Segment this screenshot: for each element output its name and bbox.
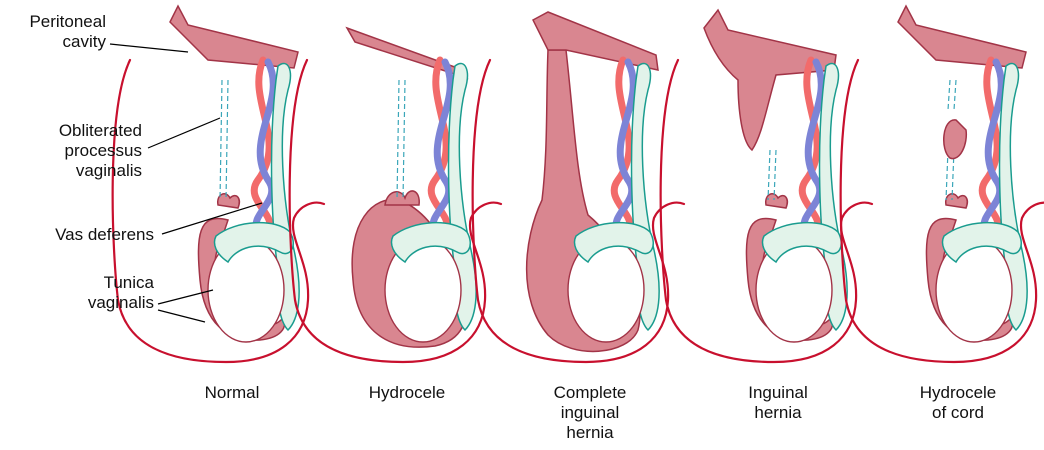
label-obliterated-processus-vaginalis: Obliterated processus vaginalis — [58, 121, 142, 180]
leader-vas-deferens — [161, 202, 263, 235]
pampiniform-vein — [800, 58, 825, 234]
panel-inguinal-hernia — [659, 8, 874, 364]
panel-hydrocele-of-cord — [839, 4, 1044, 364]
epididymis — [761, 222, 842, 264]
epididymis — [213, 222, 294, 264]
processus-vaginalis-line-a — [947, 79, 951, 111]
processus-vaginalis-line-a — [219, 79, 223, 201]
peritoneal-cavity — [703, 8, 837, 152]
skin-outline — [288, 58, 503, 364]
cord-hydrocele — [943, 119, 968, 160]
caption-complete-inguinal-hernia: Complete inguinal hernia — [553, 383, 627, 442]
skin-outline — [111, 58, 326, 364]
caption-hydrocele: Hydrocele — [368, 383, 446, 402]
sac-neck — [384, 190, 420, 206]
caption-inguinal-hernia: Inguinal hernia — [748, 383, 808, 422]
pampiniform-vein — [612, 58, 637, 234]
label-vas-deferens: Vas deferens — [55, 225, 154, 244]
panel-complete-inguinal-hernia — [471, 11, 686, 364]
processus-vaginalis-line-c — [945, 149, 949, 201]
epididymis — [941, 222, 1022, 264]
peritoneal-cavity — [169, 4, 299, 69]
label-peritoneal-cavity: Peritoneal cavity — [29, 12, 106, 51]
sac-top — [945, 193, 969, 209]
epididymis — [390, 222, 471, 264]
testicular-artery — [250, 56, 274, 234]
processus-vaginalis-line-a — [396, 79, 400, 201]
processus-vaginalis-line-b — [953, 79, 957, 111]
caption-hydrocele-of-cord: Hydrocele of cord — [919, 383, 997, 422]
leader-processus-vaginalis — [147, 117, 221, 149]
testicular-artery — [978, 56, 1002, 234]
pampiniform-vein — [429, 58, 454, 234]
processus-vaginalis-line-b — [773, 149, 777, 201]
peritoneal-cavity — [532, 11, 659, 71]
processus-vaginalis-line-a — [767, 149, 771, 201]
leader-peritoneal-cavity — [109, 43, 189, 53]
leader-tunica-vaginalis-b — [157, 309, 206, 323]
pampiniform-vein — [252, 58, 277, 234]
testicular-artery — [610, 56, 634, 234]
label-tunica-vaginalis: Tunica vaginalis — [87, 273, 154, 312]
epididymis — [573, 222, 654, 264]
testicular-artery — [798, 56, 822, 234]
peritoneal-cavity — [897, 4, 1027, 69]
pampiniform-vein — [980, 58, 1005, 234]
skin-outline — [839, 58, 1044, 364]
leader-tunica-vaginalis-a — [157, 289, 214, 305]
testicular-artery — [427, 56, 451, 234]
processus-vaginalis-line-b — [402, 79, 406, 201]
caption-normal: Normal — [204, 383, 260, 402]
sac-top — [765, 193, 789, 209]
processus-vaginalis-line-b — [225, 79, 229, 201]
panel-hydrocele — [288, 26, 503, 364]
skin-outline — [471, 58, 686, 364]
sac-top — [217, 193, 241, 209]
